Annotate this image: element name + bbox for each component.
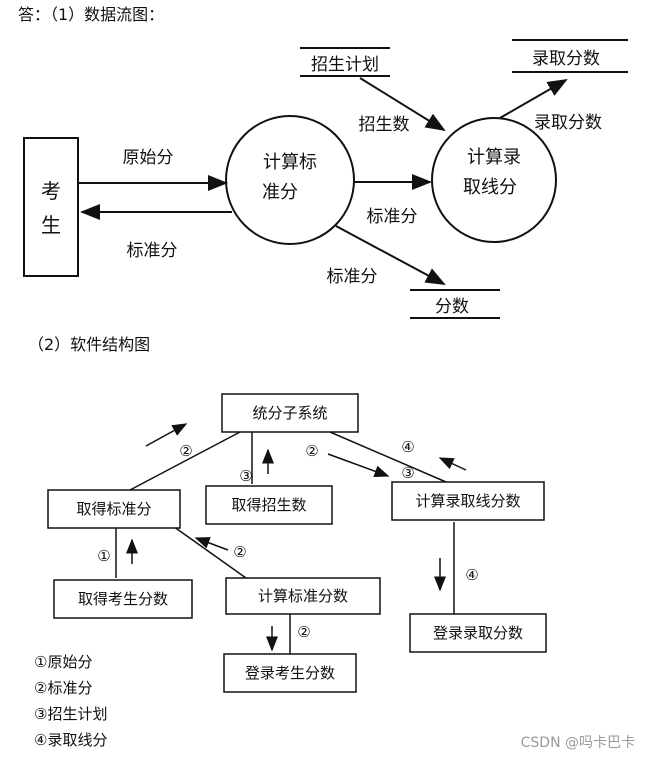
module-reg-line-label: 登录录取分数 bbox=[433, 624, 523, 642]
section-heading-structure: （2）软件结构图 bbox=[28, 335, 151, 354]
module-root-label: 统分子系统 bbox=[252, 404, 327, 422]
module-reg-exam-label: 登录考生分数 bbox=[245, 664, 335, 682]
module-reg-exam bbox=[223, 653, 357, 693]
flow-line-out-label: 录取分数 bbox=[534, 113, 602, 133]
module-get-exam-label: 取得考生分数 bbox=[78, 590, 168, 608]
entity-student-label-1: 考 bbox=[41, 179, 61, 203]
module-get-enroll-label: 取得招生数 bbox=[231, 496, 306, 514]
legend-item-3: ③招生计划 bbox=[34, 705, 107, 723]
structure-chart: 统分子系统 取得标准分 取得招生数 计算录取线分数 取得考生分数 计算标准分数 … bbox=[34, 393, 547, 749]
link-root-getstd bbox=[129, 431, 241, 491]
process-calc-standard-line2: 准分 bbox=[262, 182, 298, 203]
link-root-calcline bbox=[329, 431, 447, 483]
module-get-std-label: 取得标准分 bbox=[76, 500, 151, 518]
store-plan-label: 招生计划 bbox=[311, 55, 379, 75]
entity-student-label-2: 生 bbox=[41, 213, 61, 237]
couple-label-c2c: ② bbox=[233, 543, 246, 561]
flow-std-down-arrow bbox=[335, 225, 446, 285]
couple-label-c2d: ② bbox=[297, 623, 310, 641]
flow-std-down-label: 标准分 bbox=[327, 267, 378, 287]
couple-arrow-up-left bbox=[145, 423, 188, 447]
module-get-enroll bbox=[205, 485, 333, 525]
module-reg-line bbox=[409, 613, 547, 653]
store-score-label: 分数 bbox=[435, 297, 469, 317]
watermark: CSDN @吗卡巴卡 bbox=[520, 735, 635, 751]
module-calc-std-label: 计算标准分数 bbox=[258, 587, 348, 605]
couple-label-c4b: ④ bbox=[465, 566, 478, 584]
process-calc-line-line1: 计算录 bbox=[467, 147, 521, 168]
flow-enroll-arrow bbox=[359, 77, 446, 132]
couple-label-c4a: ④ bbox=[401, 438, 414, 456]
flow-std-back-label: 标准分 bbox=[127, 241, 178, 261]
module-get-exam bbox=[53, 579, 193, 619]
flow-enroll-label: 招生数 bbox=[359, 115, 410, 135]
couple-label-c2a: ② bbox=[179, 442, 192, 460]
module-calc-line-label: 计算录取线分数 bbox=[415, 492, 520, 510]
legend-item-4: ④录取线分 bbox=[34, 731, 107, 749]
flow-raw-label: 原始分 bbox=[123, 148, 174, 168]
flow-std-mid-label: 标准分 bbox=[367, 207, 418, 227]
answer-heading: 答：（1）数据流图： bbox=[18, 5, 165, 24]
legend-item-2: ②标准分 bbox=[34, 679, 92, 697]
couple-label-c3a: ③ bbox=[239, 467, 252, 485]
entity-student bbox=[23, 137, 79, 277]
couple-label-c3b: ③ bbox=[401, 464, 414, 482]
link-getstd-calcstd bbox=[169, 523, 247, 579]
process-calc-line bbox=[431, 117, 557, 243]
couple-arrow-up-right bbox=[438, 457, 467, 471]
couple-label-c1: ① bbox=[97, 547, 110, 565]
flow-line-out-arrow bbox=[499, 79, 568, 119]
couple-label-c2b: ② bbox=[305, 442, 318, 460]
module-get-std bbox=[47, 489, 181, 529]
store-line-label: 录取分数 bbox=[532, 49, 600, 69]
couple-arrow-up-calcstd bbox=[194, 537, 229, 551]
process-calc-line-line2: 取线分 bbox=[463, 177, 517, 198]
module-calc-std bbox=[225, 577, 381, 615]
module-root bbox=[221, 393, 359, 433]
module-calc-line bbox=[391, 481, 545, 521]
process-calc-standard bbox=[225, 115, 355, 245]
couple-arrow-down-right bbox=[327, 453, 390, 477]
process-calc-standard-line1: 计算标 bbox=[263, 152, 317, 173]
legend-item-1: ①原始分 bbox=[34, 653, 92, 671]
